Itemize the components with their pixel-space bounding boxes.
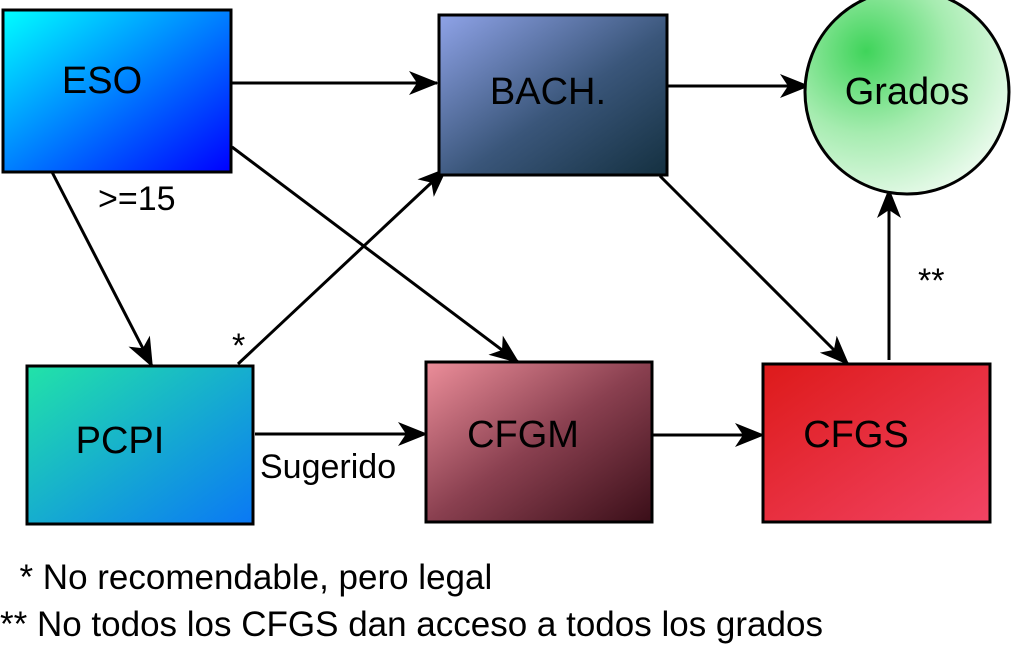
node-grados-label: Grados — [845, 71, 970, 113]
node-grados: Grados — [803, 0, 1011, 196]
node-cfgs-label: CFGS — [803, 414, 909, 456]
footnote-double-asterisk: ** No todos los CFGS dan acceso a todos … — [0, 605, 823, 644]
edge-label-double-asterisk: ** — [918, 262, 944, 300]
edge-bach-cfgs — [658, 174, 850, 366]
node-cfgm-label: CFGM — [467, 414, 579, 456]
edge-label-sugerido: Sugerido — [260, 448, 396, 486]
node-pcpi: PCPI — [25, 364, 255, 526]
edge-eso-pcpi — [50, 171, 154, 368]
node-cfgs: CFGS — [761, 362, 992, 524]
edge-label-single-asterisk: * — [232, 327, 245, 365]
node-eso-label: ESO — [62, 60, 142, 102]
node-pcpi-label: PCPI — [76, 420, 165, 462]
flow-diagram: ESO BACH. Grados PCPI CFGM CFGS >=15 * S… — [1, 0, 1011, 526]
footnote-single-asterisk: * No recomendable, pero legal — [0, 558, 493, 597]
node-eso: ESO — [1, 8, 233, 174]
edge-label-age: >=15 — [98, 180, 176, 218]
node-bach: BACH. — [437, 13, 669, 177]
edge-eso-cfgm — [231, 145, 520, 364]
node-bach-label: BACH. — [490, 71, 606, 113]
node-cfgm: CFGM — [424, 360, 654, 524]
edge-pcpi-bach — [236, 167, 448, 366]
